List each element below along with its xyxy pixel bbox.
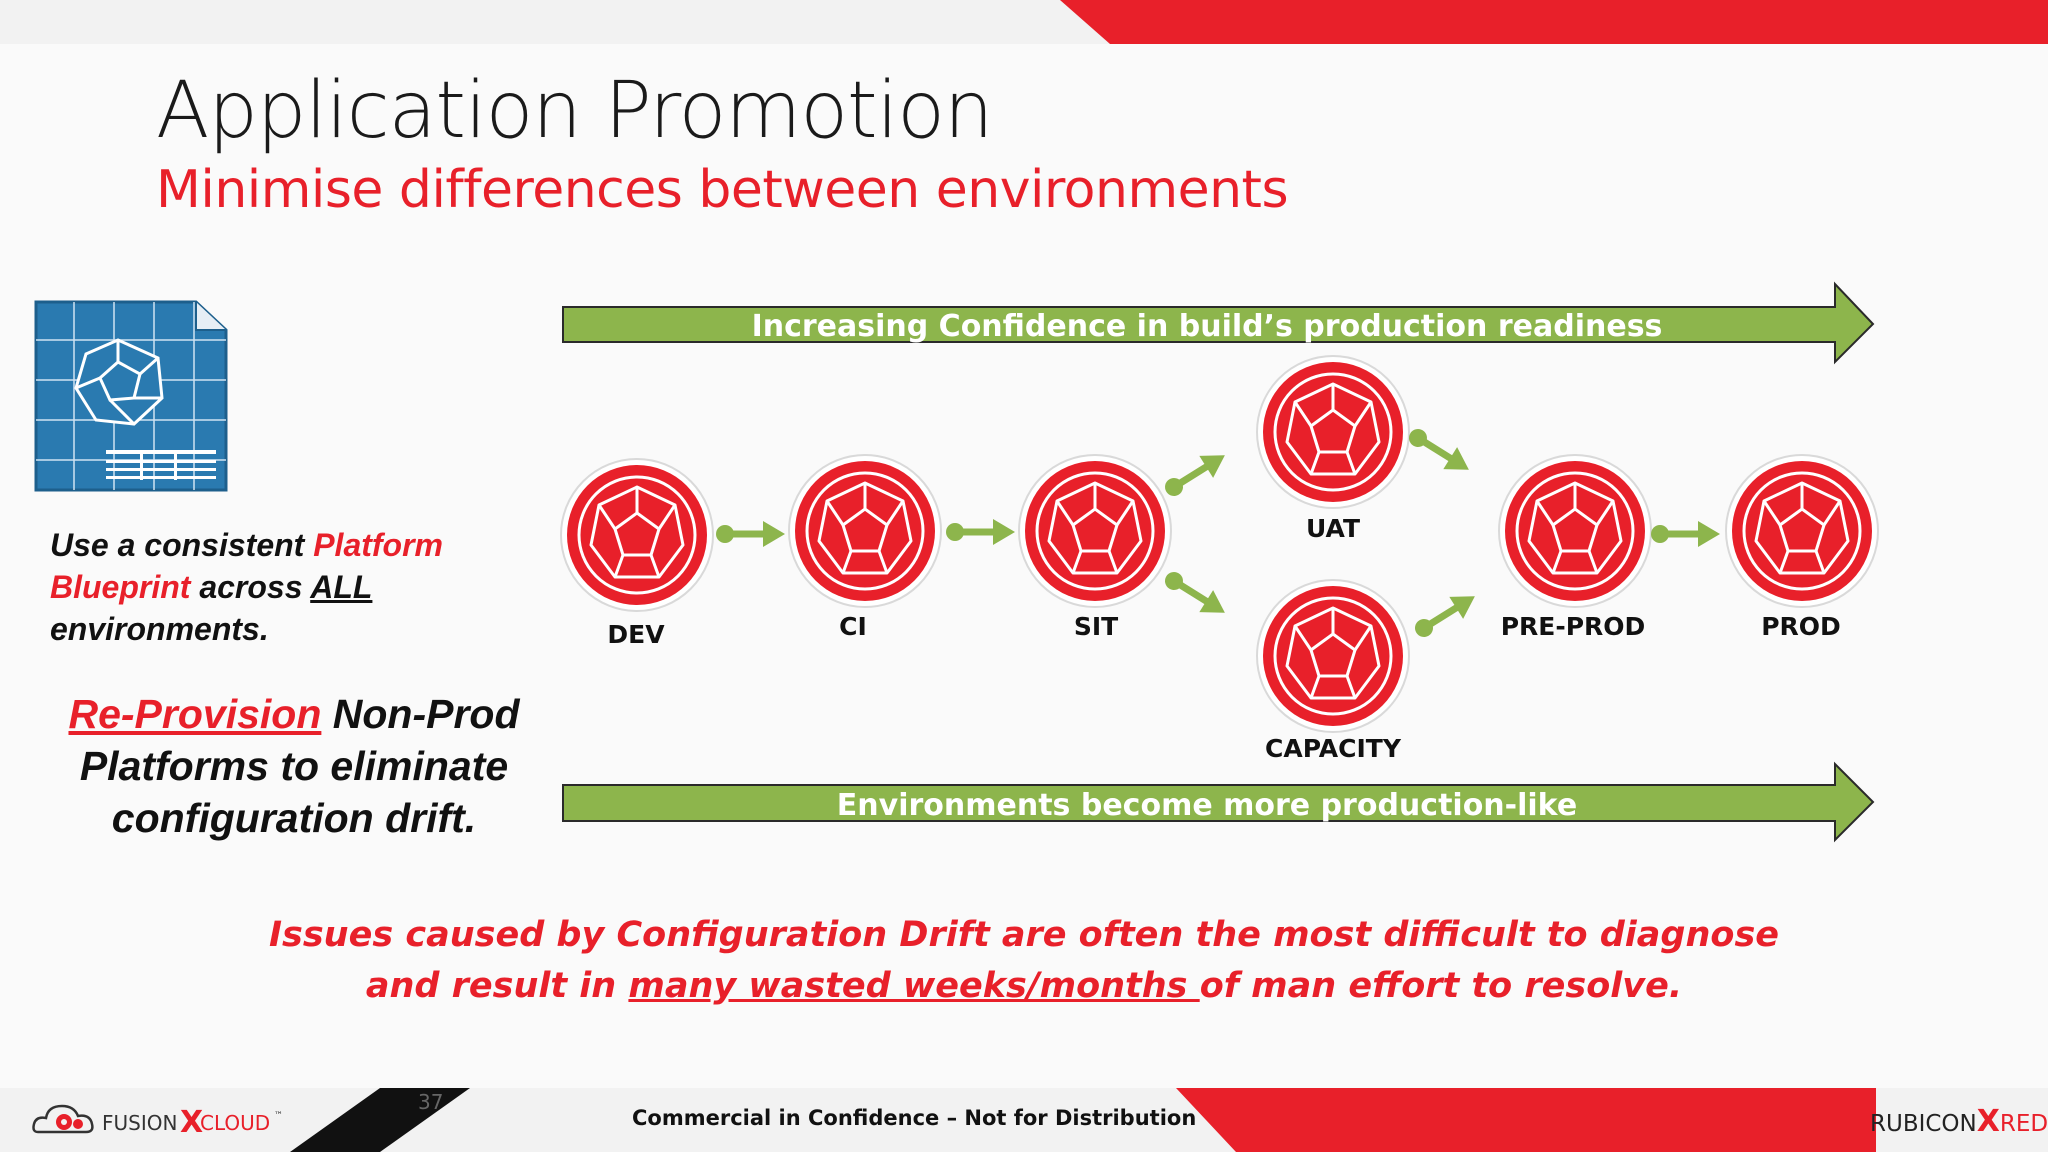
rubicon-red-logo: RUBICONXRED xyxy=(1870,1104,2048,1139)
node-uat xyxy=(1255,354,1411,510)
svg-text:CLOUD: CLOUD xyxy=(200,1111,270,1135)
node-label-prod: PROD xyxy=(1761,612,1841,641)
footer-red-band xyxy=(1176,1088,1876,1152)
node-ci xyxy=(787,453,943,609)
cloud-gear-icon xyxy=(32,1104,94,1134)
confidentiality-notice: Commercial in Confidence – Not for Distr… xyxy=(632,1106,1197,1130)
svg-text:™: ™ xyxy=(274,1111,283,1121)
connector-ci-sit xyxy=(946,519,1015,545)
node-sit xyxy=(1017,453,1173,609)
connector-preprod-prod xyxy=(1651,521,1720,547)
node-label-capacity: CAPACITY xyxy=(1265,734,1402,763)
node-label-preprod: PRE-PROD xyxy=(1501,612,1646,641)
blueprint-icon xyxy=(34,300,230,499)
node-dev xyxy=(559,457,715,613)
svg-text:X: X xyxy=(180,1105,203,1140)
node-label-uat: UAT xyxy=(1306,514,1360,543)
svg-text:FUSION: FUSION xyxy=(102,1111,177,1135)
fusion-cloud-logo: FUSION X CLOUD ™ xyxy=(30,1092,290,1147)
page-number: 37 xyxy=(418,1090,444,1114)
node-prod xyxy=(1724,453,1880,609)
connector-capacity-preprod xyxy=(1409,585,1481,644)
node-preprod xyxy=(1497,453,1653,609)
top-arrow-label: Increasing Confidence in build’s product… xyxy=(752,309,1663,344)
connector-uat-preprod xyxy=(1403,422,1475,481)
top-confidence-arrow xyxy=(562,281,1875,365)
node-capacity xyxy=(1255,578,1411,734)
reprovision-statement: Re-Provision Non-Prod Platforms to elimi… xyxy=(68,691,520,841)
connector-sit-uat xyxy=(1159,444,1231,503)
blueprint-statement: Use a consistent Platform Blueprint acro… xyxy=(50,527,443,647)
bottom-prodlike-arrow xyxy=(562,761,1875,843)
node-label-sit: SIT xyxy=(1074,612,1118,641)
page-title: Application Promotion xyxy=(156,66,993,156)
drift-warning-message: Issues caused by Configuration Drift are… xyxy=(268,915,1780,1006)
node-label-ci: CI xyxy=(839,612,867,641)
connector-sit-capacity xyxy=(1159,565,1231,624)
node-label-dev: DEV xyxy=(607,620,665,649)
connector-dev-ci xyxy=(716,521,785,547)
page-subtitle: Minimise differences between environment… xyxy=(156,160,1289,220)
top-red-band xyxy=(1060,0,2048,44)
bottom-arrow-label: Environments become more production-like xyxy=(837,788,1577,823)
